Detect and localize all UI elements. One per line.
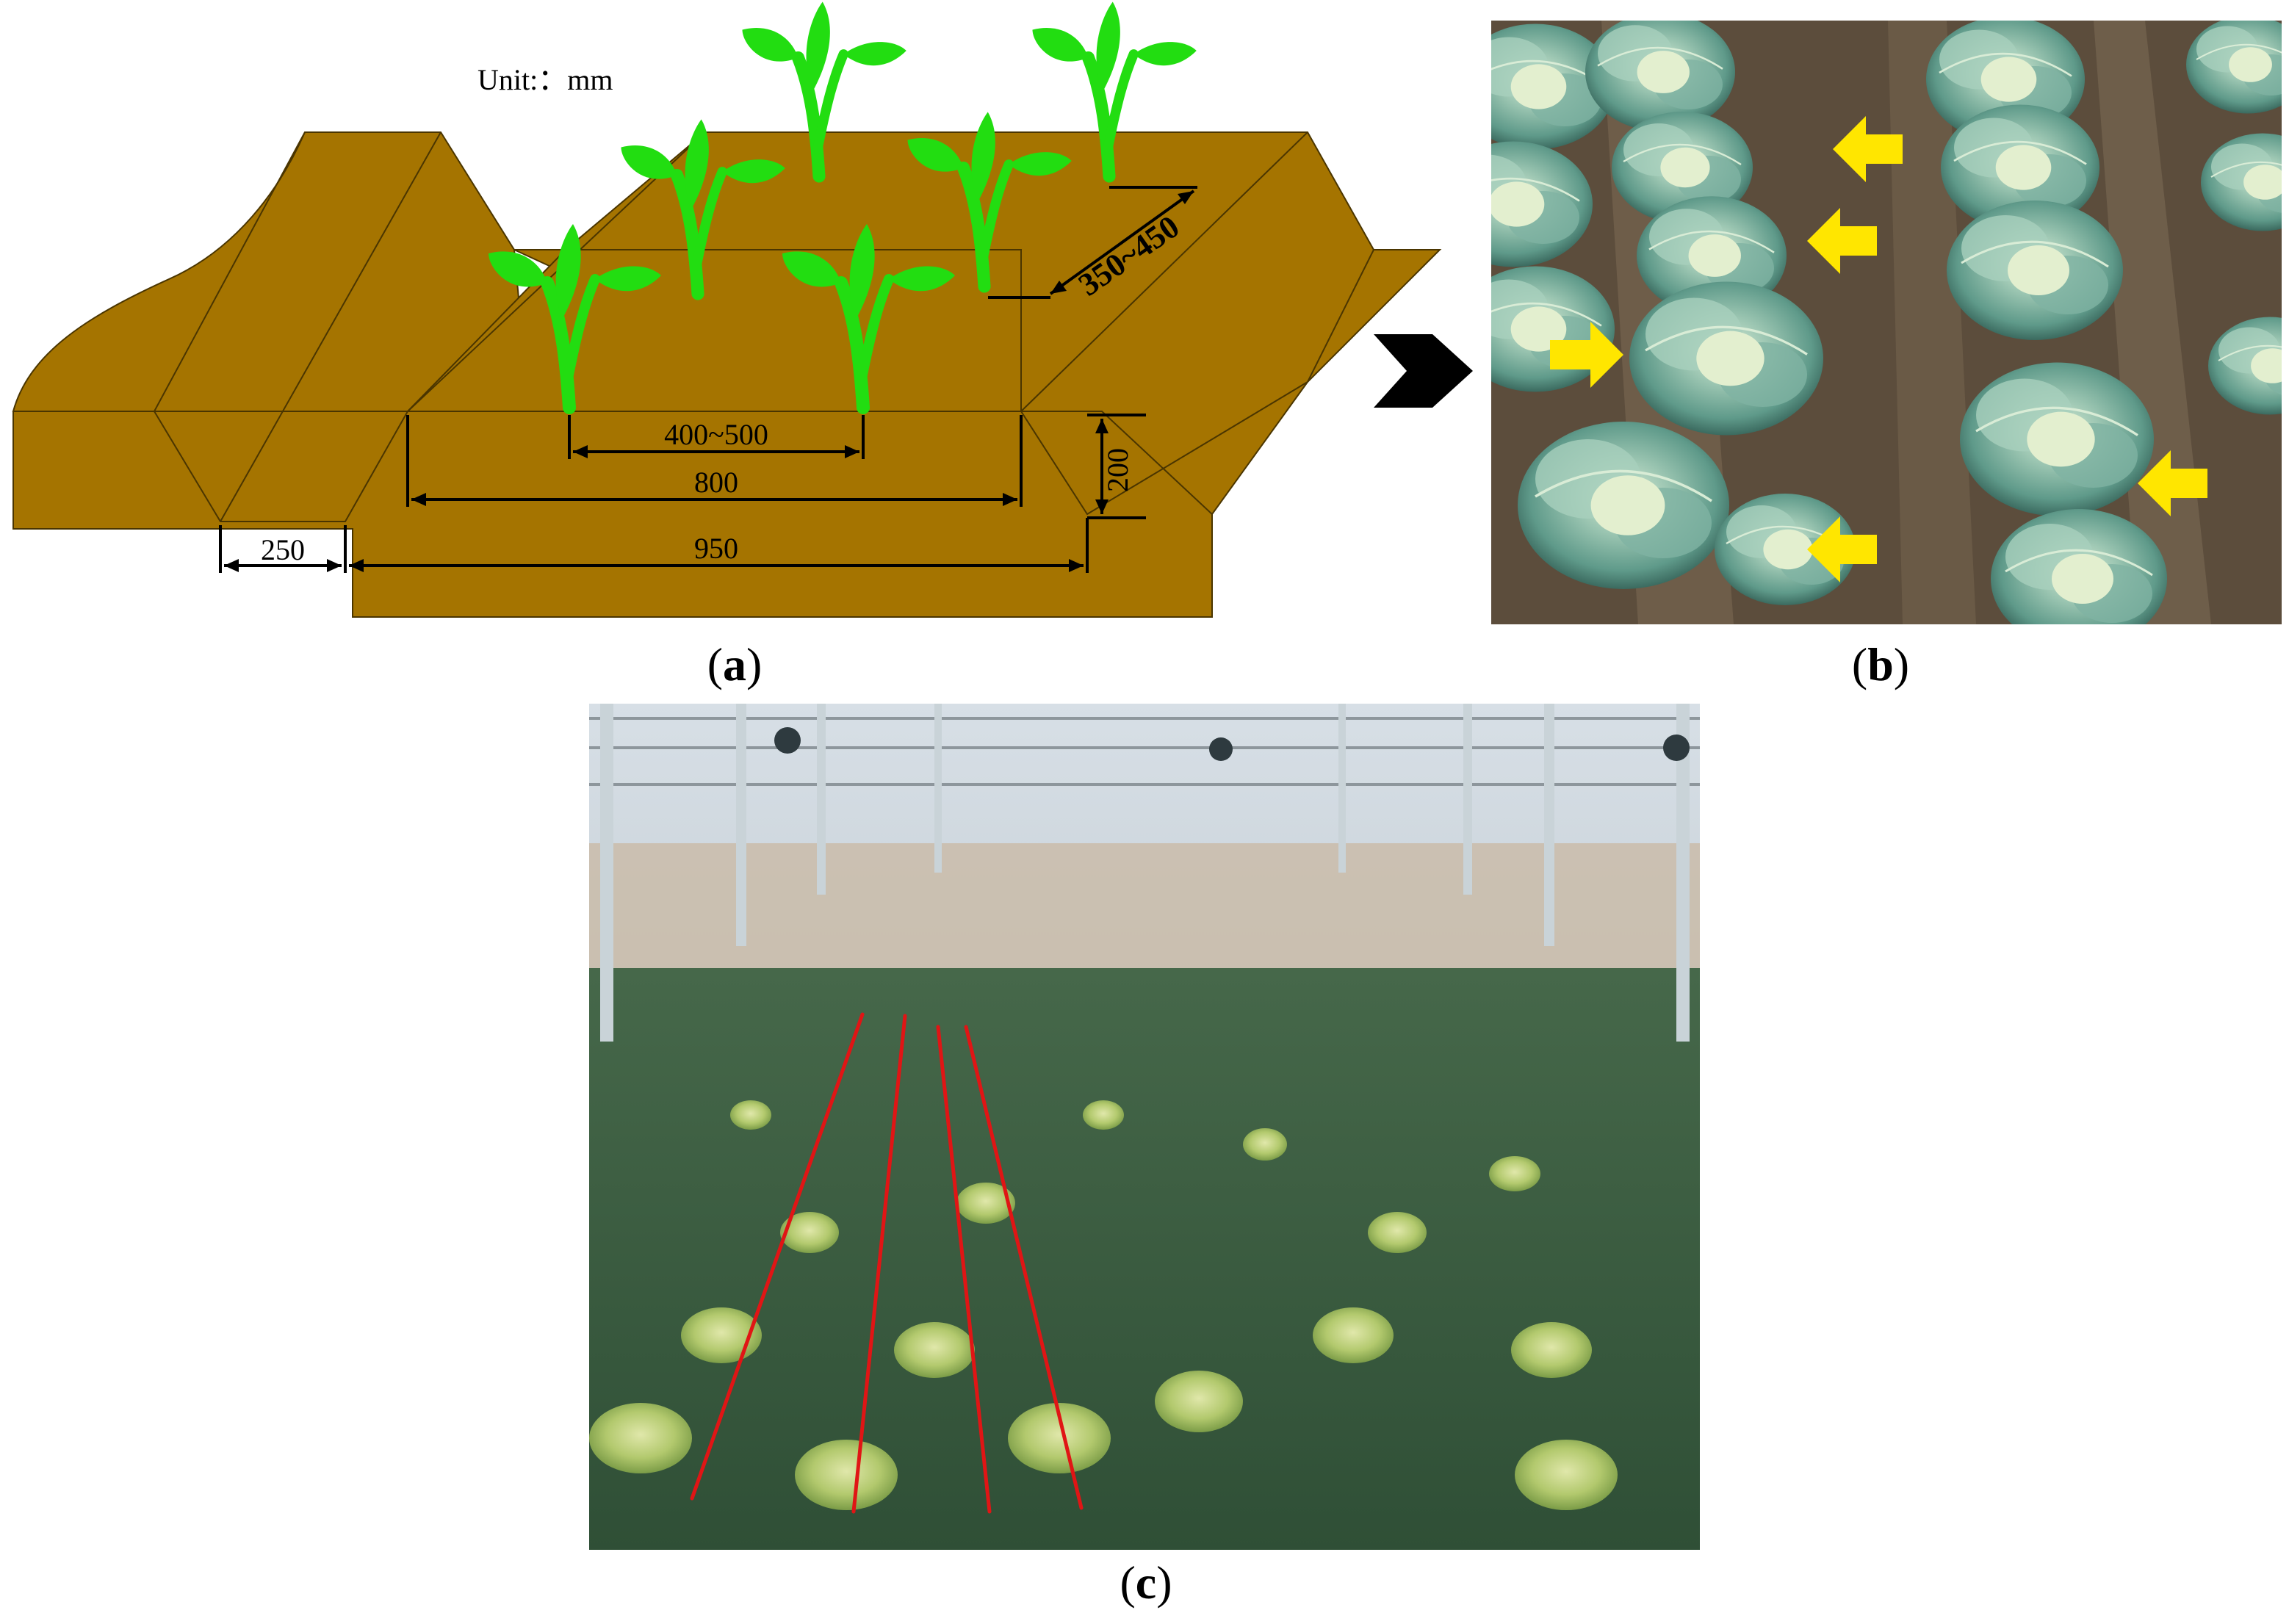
dim-bed-height: 200 <box>1101 448 1134 492</box>
dim-bed-top: 800 <box>694 466 738 499</box>
panel-b-photo <box>1491 21 2282 624</box>
arrow-left-icon <box>1807 208 1877 274</box>
arrow-right-icon <box>1550 322 1623 388</box>
caption-c: (c) <box>1120 1556 1172 1609</box>
arrow-left-icon <box>1807 516 1877 582</box>
dim-furrow: 250 <box>261 533 305 566</box>
caption-b: (b) <box>1851 638 1910 690</box>
row-line <box>690 1012 865 1501</box>
row-line <box>936 1025 992 1514</box>
unit-label: Unit:：mm <box>477 63 613 96</box>
row-line <box>851 1014 907 1514</box>
arrow-left-icon <box>1833 116 1903 182</box>
panel-a-bed-diagram: Unit:：mm 400~500 800 200 250 950 350~450 <box>12 0 1442 618</box>
arrow-right-icon <box>1374 334 1473 408</box>
dim-plant-spacing: 400~500 <box>664 418 768 451</box>
caption-a: (a) <box>707 638 763 690</box>
dim-bed-pitch: 950 <box>694 532 738 565</box>
left-slope <box>12 131 530 412</box>
row-line <box>964 1025 1084 1510</box>
panel-c-photo <box>589 704 1700 1550</box>
arrow-left-icon <box>2138 450 2207 516</box>
